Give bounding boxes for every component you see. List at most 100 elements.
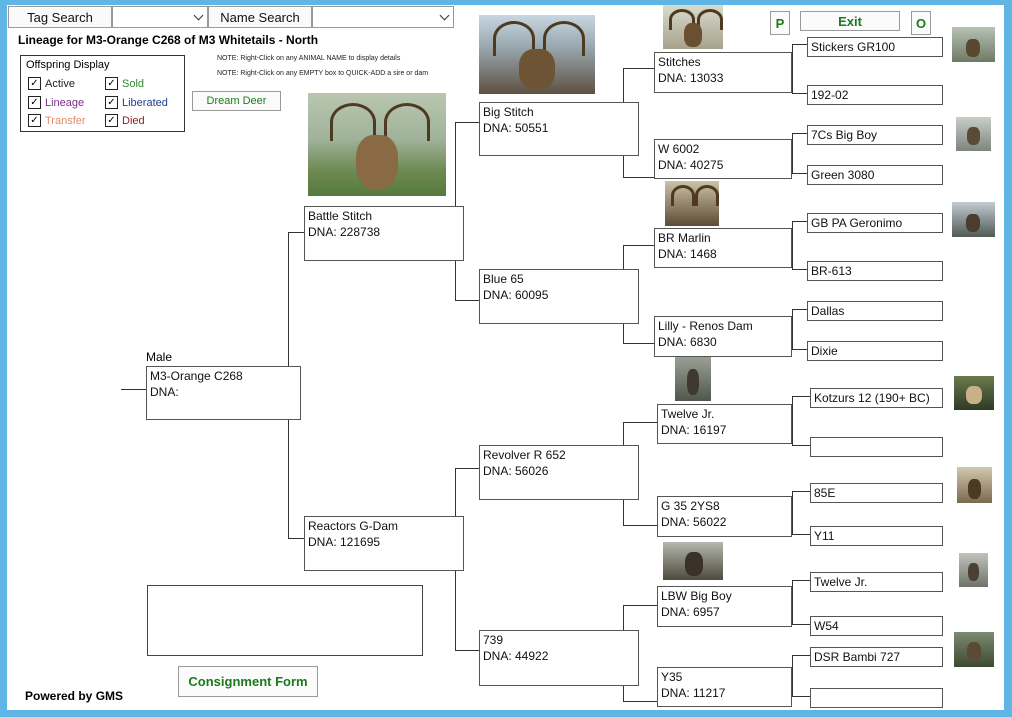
checkbox[interactable]: ✓ [105, 77, 118, 90]
grandparent-box[interactable]: Big Stitch DNA: 50551 [479, 102, 639, 156]
ancestor-box[interactable]: 192-02 [807, 85, 943, 105]
animal-name[interactable]: G 35 2YS8 [661, 498, 788, 514]
ancestor-box[interactable]: Twelve Jr. [810, 572, 943, 592]
deer-photo[interactable] [954, 632, 994, 667]
animal-name[interactable]: Twelve Jr. [661, 406, 788, 422]
animal-name[interactable]: Big Stitch [483, 104, 635, 120]
deer-photo[interactable] [308, 93, 446, 196]
legend-sold[interactable]: ✓Sold [105, 77, 144, 90]
ancestor-box[interactable]: Stickers GR100 [807, 37, 943, 57]
animal-name[interactable]: 192-02 [811, 87, 939, 103]
deer-photo[interactable] [663, 5, 723, 49]
deer-photo[interactable] [956, 117, 991, 151]
sire-box[interactable]: Battle Stitch DNA: 228738 [304, 206, 464, 261]
empty-ancestor-box[interactable] [810, 688, 943, 708]
ancestor-box[interactable]: Dallas [807, 301, 943, 321]
animal-name[interactable]: Stitches [658, 54, 788, 70]
name-search-dropdown[interactable] [312, 6, 454, 28]
animal-name[interactable]: Y11 [814, 528, 939, 544]
animal-name[interactable]: GB PA Geronimo [811, 215, 939, 231]
animal-name[interactable]: Battle Stitch [308, 208, 460, 224]
animal-name[interactable]: 739 [483, 632, 635, 648]
o-button[interactable]: O [911, 11, 931, 35]
deer-photo[interactable] [957, 467, 992, 503]
ancestor-box[interactable]: BR-613 [807, 261, 943, 281]
animal-name[interactable]: Lilly - Renos Dam [658, 318, 788, 334]
animal-name[interactable]: Stickers GR100 [811, 39, 939, 55]
consignment-form-button[interactable]: Consignment Form [178, 666, 318, 697]
animal-name[interactable]: W 6002 [658, 141, 788, 157]
checkbox[interactable]: ✓ [28, 114, 41, 127]
checkbox[interactable]: ✓ [28, 96, 41, 109]
legend-active[interactable]: ✓Active [28, 77, 75, 90]
ancestor-box[interactable]: 85E [810, 483, 943, 503]
exit-button[interactable]: Exit [800, 11, 900, 31]
connector-line [792, 624, 810, 625]
deer-photo[interactable] [952, 27, 995, 62]
grandparent-box[interactable]: 739 DNA: 44922 [479, 630, 639, 686]
animal-name[interactable]: 85E [814, 485, 939, 501]
animal-name[interactable]: BR-613 [811, 263, 939, 279]
checkbox[interactable]: ✓ [105, 114, 118, 127]
name-search-label: Name Search [208, 6, 312, 28]
ancestor-box[interactable]: 7Cs Big Boy [807, 125, 943, 145]
animal-name[interactable]: Dallas [811, 303, 939, 319]
ancestor-box[interactable]: GB PA Geronimo [807, 213, 943, 233]
dna-number: DNA: 40275 [658, 157, 788, 173]
animal-name[interactable]: Reactors G-Dam [308, 518, 460, 534]
pedigree-window: Tag Search Name Search P Exit O Lineage … [7, 5, 1004, 710]
animal-name[interactable]: Kotzurs 12 (190+ BC) [814, 390, 939, 406]
ancestor-box[interactable]: W54 [810, 616, 943, 636]
deer-photo[interactable] [663, 542, 723, 580]
ancestor-box[interactable]: Y11 [810, 526, 943, 546]
notes-box[interactable] [147, 585, 423, 656]
tag-search-dropdown[interactable] [112, 6, 208, 28]
deer-photo[interactable] [959, 553, 988, 587]
animal-name[interactable]: 7Cs Big Boy [811, 127, 939, 143]
ancestor-box[interactable]: Kotzurs 12 (190+ BC) [810, 388, 943, 408]
animal-name[interactable]: Green 3080 [811, 167, 939, 183]
animal-name[interactable]: W54 [814, 618, 939, 634]
subject-animal-box[interactable]: M3-Orange C268 DNA: [146, 366, 301, 420]
legend-died[interactable]: ✓Died [105, 114, 145, 127]
deer-photo[interactable] [675, 357, 711, 401]
animal-name[interactable]: Twelve Jr. [814, 574, 939, 590]
animal-name[interactable]: DSR Bambi 727 [814, 649, 939, 665]
grandparent-box[interactable]: Blue 65 DNA: 60095 [479, 269, 639, 324]
animal-name[interactable]: Revolver R 652 [483, 447, 635, 463]
animal-name[interactable]: Dixie [811, 343, 939, 359]
animal-name[interactable]: Blue 65 [483, 271, 635, 287]
p-button[interactable]: P [770, 11, 790, 35]
legend-liberated[interactable]: ✓Liberated [105, 96, 168, 109]
empty-ancestor-box[interactable] [810, 437, 943, 457]
great-grandparent-box[interactable]: Twelve Jr.DNA: 16197 [657, 404, 792, 444]
dream-deer-button[interactable]: Dream Deer [192, 91, 281, 111]
deer-photo[interactable] [954, 376, 994, 410]
chevron-down-icon [440, 11, 450, 21]
deer-photo[interactable] [479, 15, 595, 94]
dam-box[interactable]: Reactors G-Dam DNA: 121695 [304, 516, 464, 571]
ancestor-box[interactable]: DSR Bambi 727 [810, 647, 943, 667]
ancestor-box[interactable]: Green 3080 [807, 165, 943, 185]
legend-lineage[interactable]: ✓Lineage [28, 96, 84, 109]
legend-transfer[interactable]: ✓Transfer [28, 114, 86, 127]
checkbox[interactable]: ✓ [28, 77, 41, 90]
connector-line [792, 396, 810, 397]
checkbox[interactable]: ✓ [105, 96, 118, 109]
animal-name[interactable]: BR Marlin [658, 230, 788, 246]
ancestor-box[interactable]: Dixie [807, 341, 943, 361]
grandparent-box[interactable]: Revolver R 652 DNA: 56026 [479, 445, 639, 500]
dna-number: DNA: 13033 [658, 70, 788, 86]
deer-photo[interactable] [952, 202, 995, 237]
animal-name[interactable]: M3-Orange C268 [150, 368, 297, 384]
deer-photo[interactable] [665, 181, 719, 226]
animal-name[interactable]: LBW Big Boy [661, 588, 788, 604]
animal-name[interactable]: Y35 [661, 669, 788, 685]
